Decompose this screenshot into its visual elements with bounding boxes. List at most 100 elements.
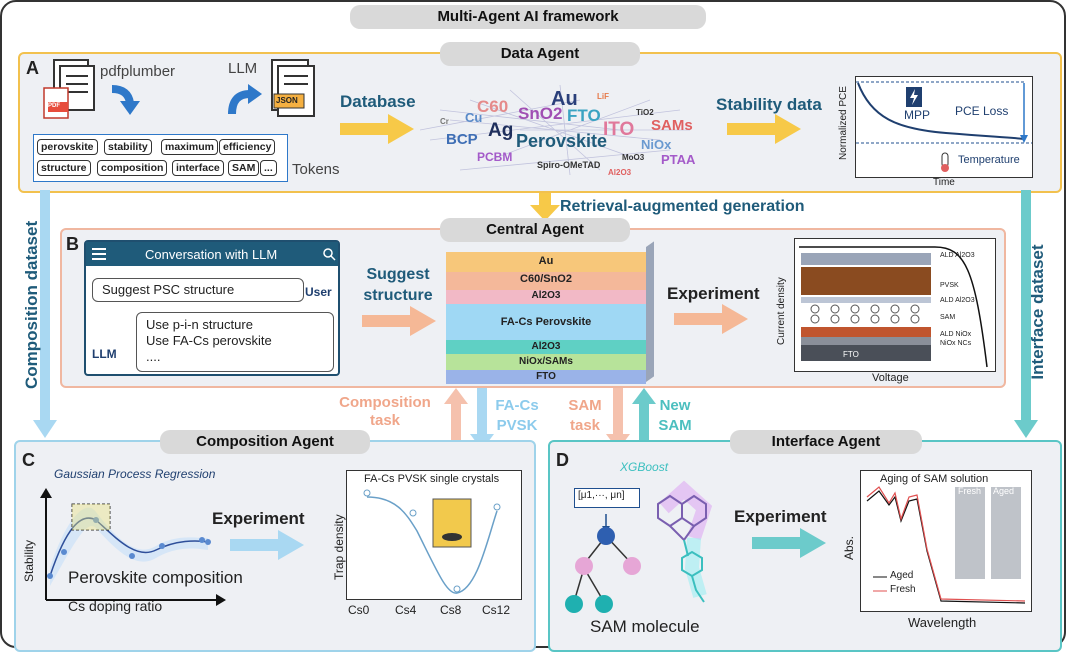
wc-word: Spiro-OMeTAD [537,160,601,170]
wc-word: SnO2 [518,104,563,123]
wc-word: LiF [597,92,609,101]
chat-title: Conversation with LLM [145,247,278,262]
json-document-icon [268,58,318,131]
rag-label: Retrieval-augmented generation [560,198,805,215]
wc-word: Cr [440,117,449,126]
token: maximum [161,139,219,155]
curved-arrow-up-icon [226,82,266,122]
pdf-documents-icon [40,58,100,128]
wc-word: SAMs [651,117,693,134]
llm-label: LLM [228,60,258,77]
token: interface [172,160,224,176]
search-icon[interactable] [322,247,336,266]
tick-label: Cs4 [395,603,417,617]
absorbance-plot-title: Aging of SAM solution [880,473,989,485]
wc-word: FTO [567,106,601,125]
device-layer-label: PVSK [940,282,959,289]
fa-cs-label: FA-Cs PVSK [495,397,539,434]
token: perovskite [37,139,98,155]
curved-arrow-down-icon [108,83,148,123]
new-sam-arrow [632,388,656,457]
wc-word: BCP [446,131,478,148]
word-cloud-lines [419,80,700,185]
device-layer-label: ALD Al2O3 [940,252,975,259]
database-label: Database [340,92,416,111]
layer-label: Al2O3 [531,341,561,352]
user-message-bubble [92,278,304,302]
composition-dataset-arrow [33,190,57,445]
json-badge: JSON [276,96,298,105]
trap-curve [366,496,498,594]
fresh-vial-label: Fresh [958,486,982,496]
arrow-right-icon [752,528,828,563]
llm-speaker-label: LLM [92,347,117,361]
mu-box [574,488,640,508]
arrow-right-icon [727,114,803,149]
wc-word: C60 [477,97,509,116]
central-agent-label: Central Agent [440,218,630,242]
trap-point-Cs12 [493,503,501,511]
framework-title: Multi-Agent AI framework [350,5,706,29]
pce-loss-label: PCE Loss [955,104,1009,118]
device-layer-label: NiOx NCs [940,340,972,347]
tick-label: Cs12 [482,603,511,617]
layer-au [446,252,646,272]
trap-plot-ylabel: Trap density [332,514,346,580]
llm-message-line: .... [146,349,161,364]
token: stability [104,139,152,155]
composition-agent-label: Composition Agent [160,430,370,454]
aged-vial-label: Aged [993,486,1015,496]
suggest-structure-label: Suggest structure [363,266,433,304]
arrow-right-icon [340,114,416,149]
trap-density-plot [346,470,522,600]
wc-word: Ag [488,120,514,141]
wc-word: Al2O3 [608,168,632,177]
absorbance-plot-ylabel: Abs. [842,535,856,560]
wc-word: PTAA [661,152,696,167]
absorbance-plot-xlabel: Wavelength [908,615,977,630]
wc-word: ITO [603,119,635,140]
panel-letter-d: D [556,450,569,470]
menu-icon[interactable] [92,248,106,260]
mu-label: [μ1,···, μn] [578,490,625,501]
gpr-ylabel: Stability [22,539,36,582]
crystal-icon [442,533,462,541]
device-fto-label: FTO [843,350,859,359]
absorbance-plot [860,470,1032,612]
device-plot-ylabel: Current density [776,277,787,345]
decision-tree [560,506,660,623]
experiment-label-b: Experiment [667,284,760,303]
device-layer-label: ALD Al2O3 [940,297,975,304]
tick-label: Cs0 [348,603,370,617]
experiment-label-d: Experiment [734,507,827,526]
temperature-label: Temperature [958,154,1020,166]
wc-word: Cu [465,110,483,125]
sam-molecule-label: SAM molecule [590,617,700,636]
pdf-badge: PDF [48,103,60,109]
wc-word: PCBM [477,150,513,164]
sam-molecule-icon [644,478,724,619]
device-plot-xlabel: Voltage [872,372,909,384]
wc-word: Au [551,88,578,110]
interface-agent-label: Interface Agent [730,430,922,454]
legend-fresh: Fresh [890,584,916,595]
tokens-label: Tokens [292,161,340,178]
stability-data-label: Stability data [716,95,822,114]
mpp-label: MPP [904,108,931,122]
token: composition [97,160,168,176]
trap-point-Cs0 [363,489,371,497]
pdfplumber-label: pdfplumber [100,63,176,80]
composition-dataset-label: Composition dataset [22,220,41,389]
layer-label: Al2O3 [531,290,561,301]
llm-message-bubble [136,312,334,372]
wc-word: MoO3 [622,153,645,162]
gpr-plot [36,488,226,613]
perovskite-composition-label: Perovskite composition [68,568,243,587]
rag-arrow-icon [530,193,560,226]
experiment-label-c: Experiment [212,509,305,528]
llm-message-line: Use FA-Cs perovskite [146,333,272,348]
gpr-xlabel: Cs doping ratio [68,598,163,614]
panel-letter-b: B [66,234,79,254]
trap-point-Cs4 [409,509,417,517]
llm-message-line: Use p-i-n structure [146,317,253,332]
